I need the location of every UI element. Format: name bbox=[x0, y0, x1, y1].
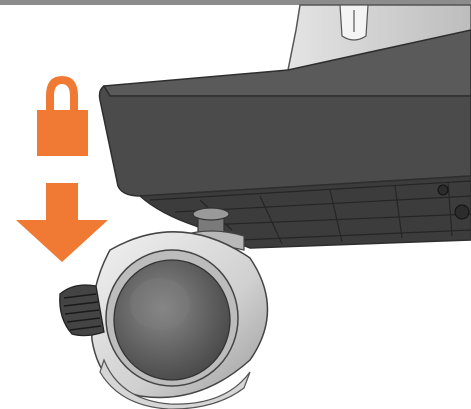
brake-pedal bbox=[59, 284, 105, 337]
caster-wheel bbox=[90, 231, 269, 409]
base-housing bbox=[98, 29, 471, 249]
arrow-down-icon bbox=[16, 183, 108, 262]
frame-bar bbox=[0, 0, 471, 5]
padlock-icon bbox=[37, 76, 88, 156]
